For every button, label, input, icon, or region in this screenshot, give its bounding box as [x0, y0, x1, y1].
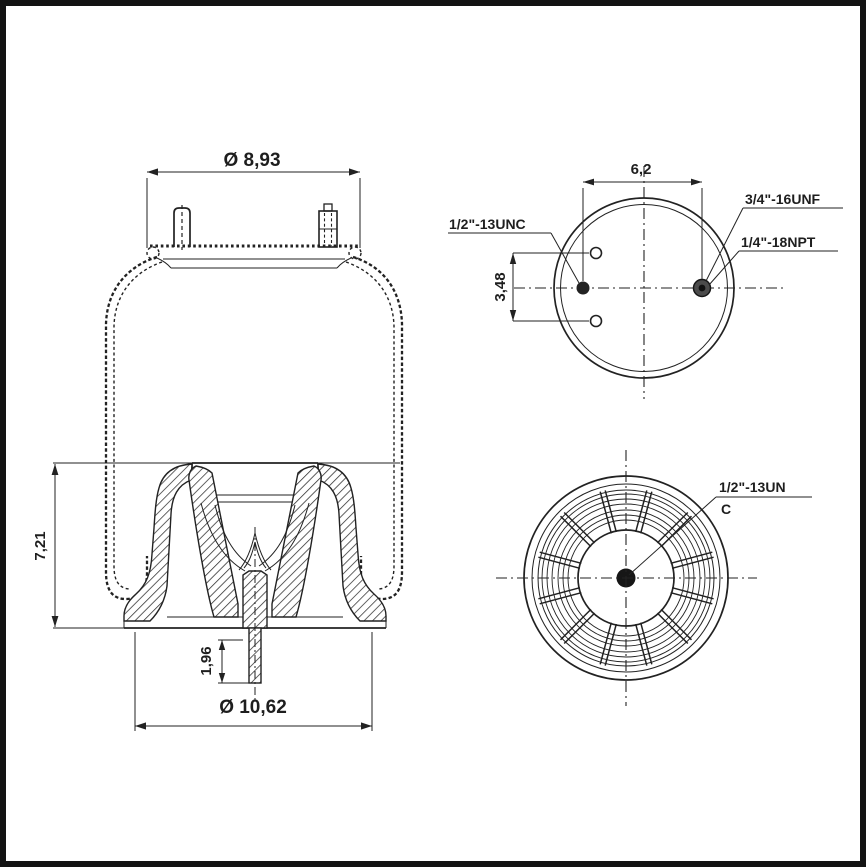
spoke-rib-line: [660, 608, 693, 641]
spike-line: [254, 541, 267, 569]
base-diameter-dimension: Ø 10,62: [134, 632, 373, 731]
bottom-thread-text-line1: 1/2"-13UN: [719, 479, 786, 495]
spoke-rib-line: [639, 491, 653, 534]
spoke-rib-line: [563, 612, 596, 645]
mounting-stud-hole: [576, 281, 590, 295]
combo-stud-port-center: [698, 284, 706, 292]
stud-spacing-dimension: 6,2: [582, 161, 703, 281]
stud-length-text: 1,96: [198, 646, 215, 675]
spoke-rib-line: [559, 608, 592, 641]
port-thread-text: 1/4"-18NPT: [741, 234, 816, 250]
arrowhead: [361, 722, 372, 730]
bellows-inner-left: [113, 261, 163, 590]
arrowhead: [691, 178, 702, 186]
petal-line: [264, 502, 310, 572]
bottom-plan-view: 1/2"-13UN C: [496, 450, 812, 706]
petal-line: [258, 504, 296, 567]
top-diameter-dimension: Ø 8,93: [146, 150, 361, 248]
spoke-rib-line: [656, 612, 689, 645]
technical-drawing: Ø 8,93: [32, 150, 843, 731]
base-diameter-text: Ø 10,62: [219, 697, 287, 718]
arrowhead: [135, 722, 146, 730]
spoke-rib-line: [639, 622, 653, 665]
plate-roll-left: [146, 246, 160, 260]
spike-line: [254, 532, 272, 571]
spoke-rib-line: [634, 623, 648, 666]
left-thread-text: 1/2"-13UNC: [449, 216, 526, 232]
bottom-thread-text-line2: C: [721, 501, 731, 517]
petal-line: [200, 502, 246, 572]
plate-neck-right: [336, 257, 352, 269]
air-fitting-stud: [318, 203, 338, 248]
bottom-thread-label: 1/2"-13UN C: [628, 479, 812, 576]
spoke-rib-line: [671, 586, 714, 600]
height-dimension: 7,21: [32, 464, 124, 629]
fitting-cap: [323, 203, 333, 212]
top-plate: [146, 244, 362, 269]
spoke-rib-line: [656, 511, 689, 544]
plate-roll-right: [348, 246, 362, 260]
piston-cone-right: [271, 465, 322, 618]
spoke-rib-line: [671, 556, 714, 570]
top-diameter-text: Ø 8,93: [223, 150, 280, 171]
stud-length-dimension: 1,96: [198, 639, 249, 684]
spoke-rib-line: [604, 623, 618, 666]
arrowhead: [147, 168, 158, 176]
piston-cross-section: [53, 462, 400, 700]
bolt-hole-upper: [589, 246, 603, 260]
combo-stud-thread-label: 3/4"-16UNF: [705, 191, 843, 282]
leader-line: [708, 250, 740, 286]
arrowhead: [51, 616, 59, 627]
spike-line: [238, 532, 256, 571]
bellows-inner-right: [345, 261, 395, 590]
spoke-rib-line: [538, 586, 581, 600]
leader-line: [550, 232, 580, 284]
arrowhead: [583, 178, 594, 186]
bumper-petals: [200, 502, 310, 572]
stud-spacing-text: 6,2: [631, 161, 652, 178]
spoke-rib-line: [599, 622, 613, 665]
side-view: Ø 8,93: [32, 150, 404, 731]
spike-line: [243, 541, 256, 569]
top-plan-view: 6,2 3,48 1/2"-13UNC 3/4"-16UNF: [448, 161, 843, 399]
left-stud-thread-label: 1/2"-13UNC: [448, 216, 580, 284]
petal-line: [214, 504, 252, 567]
spoke-rib-line: [634, 490, 648, 533]
arrowhead: [51, 464, 59, 475]
bolt-hole-lower: [589, 314, 603, 328]
bellows-outer-right: [352, 255, 404, 601]
arrowhead: [509, 310, 517, 321]
plate-neck-left: [156, 257, 172, 269]
spoke-rib-line: [559, 515, 592, 548]
spoke-rib-line: [604, 490, 618, 533]
air-port-thread-label: 1/4"-18NPT: [708, 234, 838, 286]
stud-upper: [242, 570, 268, 629]
spoke-rib-line: [563, 511, 596, 544]
spoke-rib-line: [670, 591, 713, 605]
piston-wall-left: [123, 463, 193, 622]
spoke-rib-line: [539, 591, 582, 605]
piston-cone-left: [188, 465, 239, 618]
hole-offset-text: 3,48: [492, 272, 509, 301]
spoke-wheel: [538, 490, 714, 666]
arrowhead: [509, 253, 517, 264]
arrowhead: [349, 168, 360, 176]
mounting-stud-left: [173, 205, 191, 250]
spoke-rib-line: [599, 491, 613, 534]
arrowhead: [218, 673, 226, 683]
leader-line: [705, 207, 744, 282]
spoke-rib-line: [538, 556, 581, 570]
right-thread-text: 3/4"-16UNF: [745, 191, 821, 207]
hole-offset-dimension: 3,48: [492, 252, 589, 322]
center-stud: [242, 527, 268, 700]
piston-wall-right: [317, 463, 387, 622]
height-text: 7,21: [32, 531, 49, 560]
spoke-rib-line: [539, 551, 582, 565]
leader-line: [628, 496, 717, 576]
arrowhead: [218, 640, 226, 650]
spoke-rib-line: [670, 551, 713, 565]
